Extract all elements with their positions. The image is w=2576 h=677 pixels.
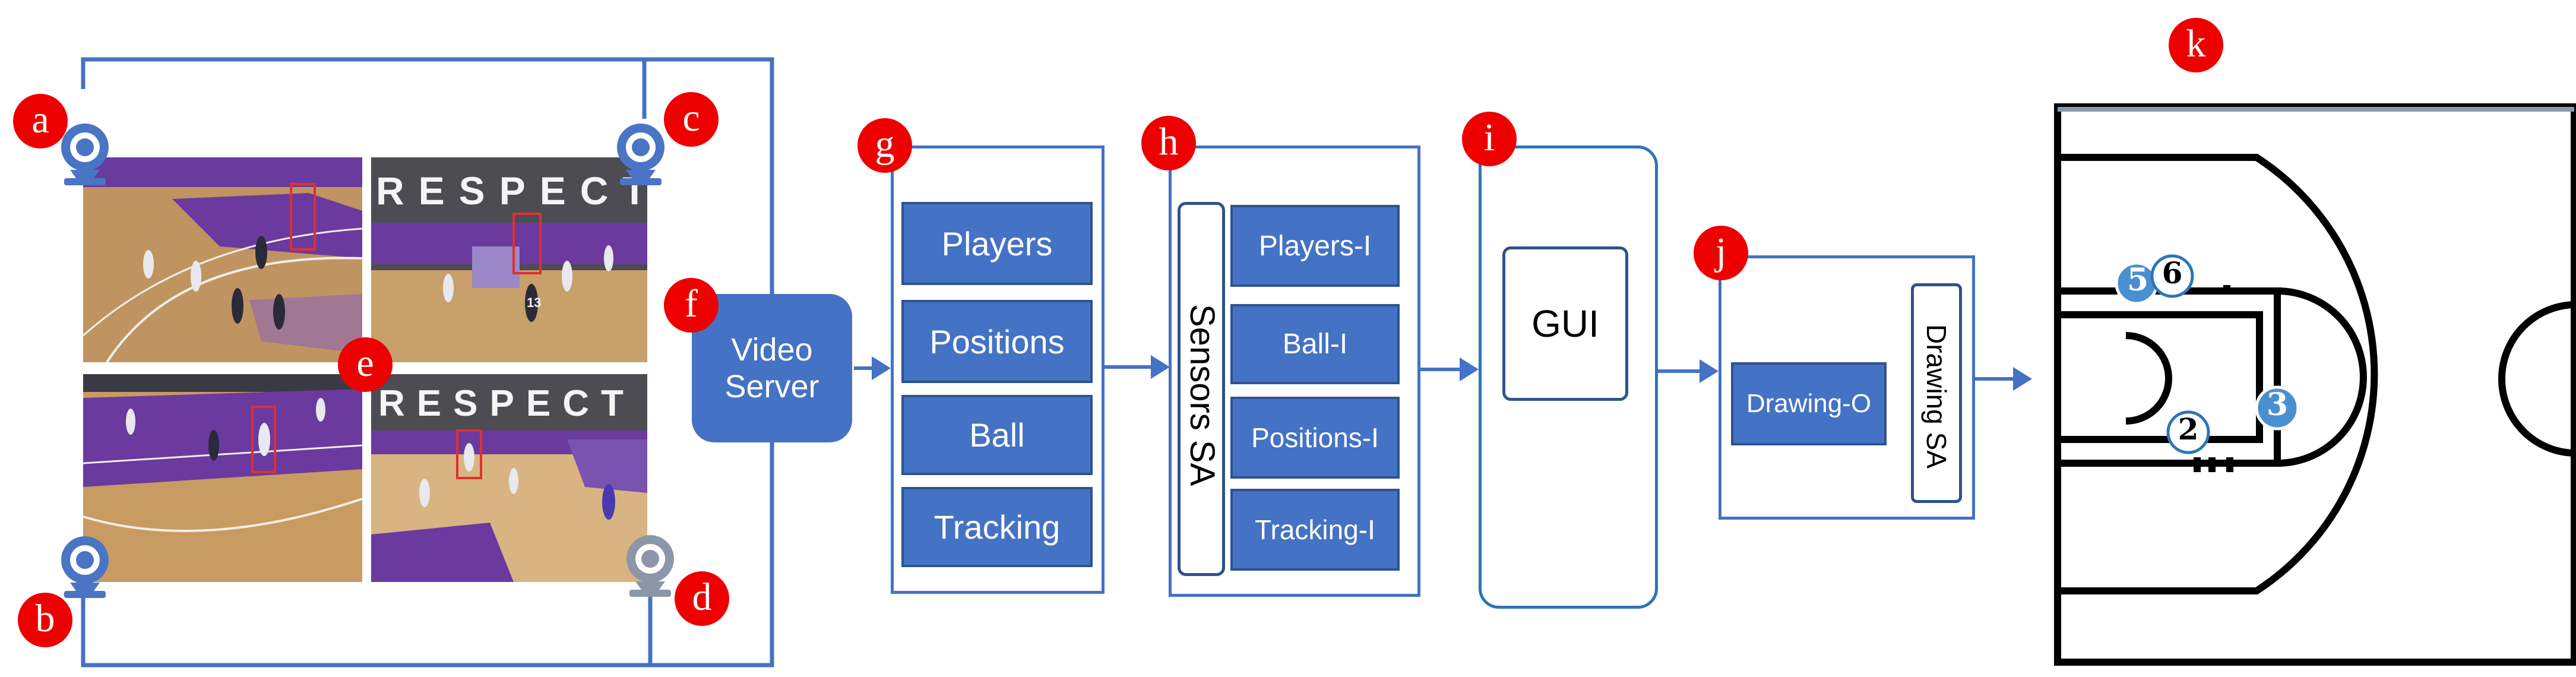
player-number-5: 5 xyxy=(2127,262,2149,298)
camera-view-b xyxy=(83,374,362,582)
three-point-line xyxy=(2058,154,2378,594)
right-arrow-icon xyxy=(2013,367,2032,391)
badge-h: h xyxy=(1141,116,1196,170)
webcam-icon xyxy=(626,535,674,597)
positions-block: Positions xyxy=(901,300,1093,383)
sensors-sa-panel: Sensors SA xyxy=(1178,202,1225,576)
camera-b xyxy=(52,532,118,603)
camera-d xyxy=(618,530,683,602)
sensors-sa-label: Sensors SA xyxy=(1183,303,1221,486)
camera-view-d-image xyxy=(371,374,647,582)
tracking-i-block: Tracking-I xyxy=(1230,489,1400,571)
badge-g: g xyxy=(857,118,912,173)
webcam-icon xyxy=(617,124,664,185)
badge-j: j xyxy=(1694,226,1748,280)
badge-e: e xyxy=(338,337,393,392)
camera-view-c-image xyxy=(371,157,647,362)
tracking-block: Tracking xyxy=(901,487,1093,567)
camera-a xyxy=(52,119,118,190)
camera-view-c: RESPECT 13 xyxy=(371,157,647,362)
basketball-court-diagram xyxy=(2054,103,2576,666)
badge-k: k xyxy=(2169,18,2223,72)
camera-view-a-image xyxy=(83,157,362,362)
camera-c xyxy=(608,119,673,190)
drawing-o-block: Drawing-O xyxy=(1731,362,1887,445)
badge-i: i xyxy=(1462,112,1517,166)
player-number-6: 6 xyxy=(2162,255,2183,290)
court-top-edge xyxy=(2058,107,2574,112)
drawing-sa-label: Drawing SA xyxy=(1921,324,1952,469)
badge-a: a xyxy=(13,94,68,148)
player-marker-3 xyxy=(2255,385,2300,431)
right-arrow-icon xyxy=(872,356,891,380)
right-arrow-icon xyxy=(1460,358,1479,381)
wall-text-d: RESPECT xyxy=(378,383,635,424)
free-throw-arc xyxy=(2277,287,2367,467)
players-i-block: Players-I xyxy=(1230,205,1400,287)
webcam-icon xyxy=(61,536,109,598)
players-block: Players xyxy=(901,202,1093,285)
camera-view-a xyxy=(83,157,362,362)
drawing-sa-panel: Drawing SA xyxy=(1911,283,1962,503)
inner-lane xyxy=(2054,311,2263,443)
badge-f: f xyxy=(664,278,719,333)
badge-c: c xyxy=(664,92,719,147)
right-arrow-icon xyxy=(1151,355,1170,379)
camera-view-d: RESPECT xyxy=(371,374,647,582)
player-marker-6 xyxy=(2150,254,2194,298)
positions-i-block: Positions-I xyxy=(1230,397,1400,479)
court-boundary xyxy=(2054,103,2576,666)
badge-d: d xyxy=(675,571,729,626)
restricted-area-arc xyxy=(2125,332,2172,425)
gui-block: GUI xyxy=(1502,246,1628,401)
center-circle-arc xyxy=(2498,301,2576,457)
video-server-label-line2: Server xyxy=(724,369,819,404)
video-server-label-line1: Video xyxy=(731,332,813,368)
player-marker-2 xyxy=(2166,410,2210,454)
wall-text-c: RESPECT xyxy=(376,169,647,213)
ball-block: Ball xyxy=(901,395,1093,475)
badge-b: b xyxy=(18,593,72,647)
camera-view-b-image xyxy=(83,374,362,582)
jersey-number: 13 xyxy=(527,295,542,310)
ball-i-block: Ball-I xyxy=(1230,304,1400,384)
webcam-icon xyxy=(61,124,109,185)
player-number-3: 3 xyxy=(2267,387,2289,423)
video-server-block: Video Server xyxy=(692,294,852,442)
right-arrow-icon xyxy=(1700,359,1719,383)
player-number-2: 2 xyxy=(2178,412,2199,447)
